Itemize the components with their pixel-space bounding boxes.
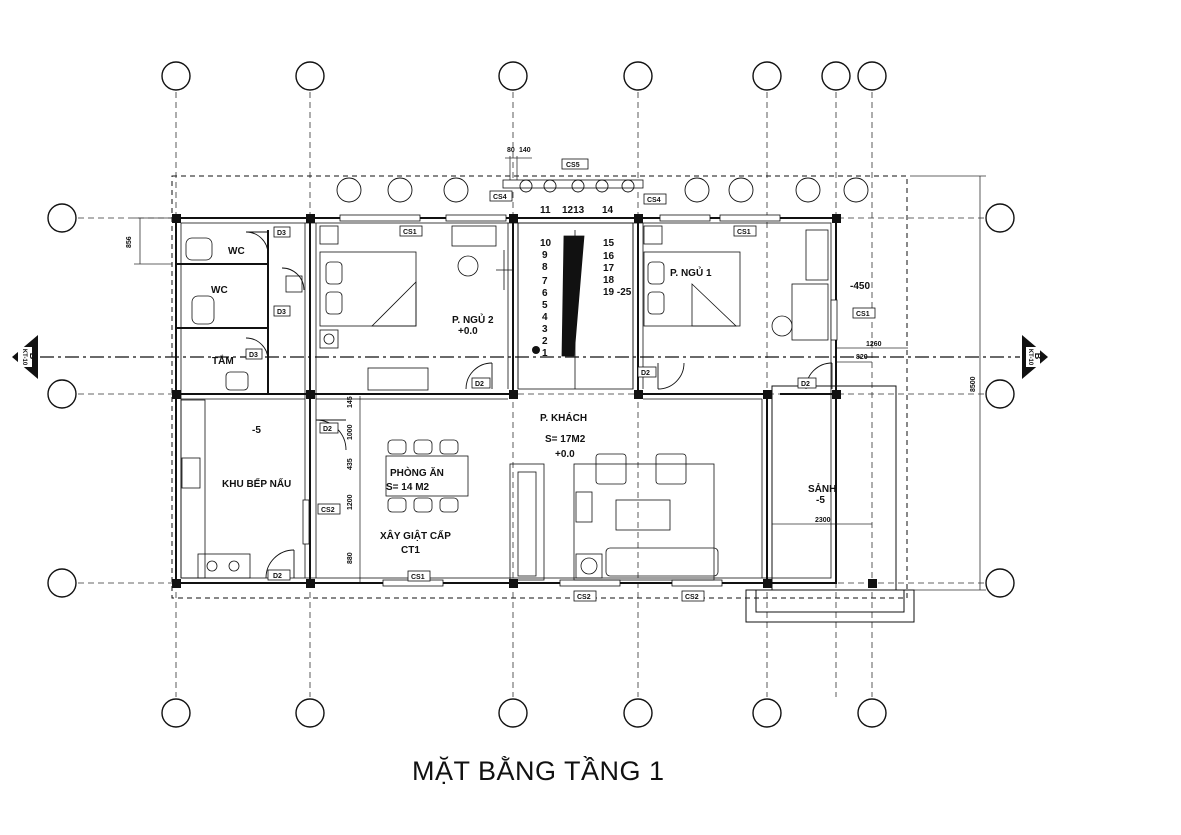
- room-dining: PHÒNG ĂN: [390, 466, 444, 479]
- room-bedroom-1: P. NGỦ 1: [670, 266, 712, 279]
- stair-step: 11: [540, 205, 551, 216]
- room-bedroom-2: P. NGỦ 2: [452, 313, 494, 326]
- bedroom-2-level: +0.0: [458, 326, 478, 337]
- room-living: P. KHÁCH: [540, 411, 587, 424]
- window-tag: CS1: [411, 574, 425, 581]
- roof-outline: [171, 175, 908, 599]
- drawing-title: MẶT BẰNG TẦNG 1: [412, 756, 665, 786]
- dimension-text: 2300: [815, 517, 831, 524]
- door-tag: D3: [277, 230, 286, 237]
- window-tag: CS2: [685, 594, 699, 601]
- landscape-trees: [336, 177, 869, 203]
- stair-step: 8: [542, 262, 548, 273]
- stair-step: 14: [602, 205, 614, 216]
- door-tag: D2: [273, 573, 282, 580]
- bedroom-1-level: -450: [850, 281, 870, 292]
- stair-step: 7: [542, 276, 548, 287]
- section-left-ref: KT-10: [21, 349, 27, 366]
- section-right-ref: KT-10: [1027, 349, 1033, 366]
- room-lobby: SẢNH: [808, 482, 836, 495]
- dimension-text: 820: [856, 354, 868, 361]
- stair-step: 18: [603, 275, 615, 286]
- columns: [172, 214, 877, 588]
- living-level: +0.0: [555, 449, 575, 460]
- dimension-text: 880: [347, 552, 354, 564]
- door-tag: D3: [277, 309, 286, 316]
- stair-step: 6: [542, 288, 548, 299]
- stair-step: 15: [603, 238, 615, 249]
- dimension-text: 1200: [347, 494, 354, 510]
- section-left-letter: B: [28, 353, 38, 360]
- stair-step: 17: [603, 263, 615, 274]
- door-tag: D3: [249, 352, 258, 359]
- living-area: S= 17M2: [545, 434, 586, 445]
- tag-boxes: [245, 158, 876, 602]
- wall-inner-lines: [180, 222, 832, 579]
- dimension-text: 145: [347, 396, 354, 408]
- dimension-text: 856: [126, 236, 133, 248]
- stair-step: 10: [540, 238, 552, 249]
- stair-start-dot: [532, 346, 540, 354]
- dimension-text: 1260: [866, 341, 882, 348]
- door-tag: D2: [801, 381, 810, 388]
- room-wc-1: WC: [228, 246, 245, 257]
- door-tag: D2: [323, 426, 332, 433]
- dimension-text: 8500: [970, 376, 977, 392]
- room-kitchen: KHU BẾP NẤU: [222, 477, 291, 490]
- dimension-lines: [134, 156, 986, 591]
- stair-step: 19 -25: [603, 287, 632, 298]
- window-tag: CS1: [403, 229, 417, 236]
- dimension-text: 1000: [347, 424, 354, 440]
- window-tag: CS1: [737, 229, 751, 236]
- room-tam: TẮM: [212, 354, 234, 367]
- window-tag: CS2: [577, 594, 591, 601]
- section-marker-right: [1022, 335, 1048, 379]
- step-note: XÂY GIẬT CẤP: [380, 529, 451, 542]
- stair-step: 1: [542, 348, 548, 359]
- porch-outline: [745, 385, 915, 623]
- stair-step: 4: [542, 312, 548, 323]
- kitchen-level: -5: [252, 425, 261, 436]
- furniture: [180, 225, 829, 581]
- dimension-text: 140: [519, 147, 531, 154]
- dimension-text: 435: [347, 458, 354, 470]
- stair-step: 2: [542, 336, 548, 347]
- dimension-text: 80: [507, 147, 515, 154]
- stair-step: 9: [542, 250, 548, 261]
- lobby-level: -5: [816, 495, 825, 506]
- section-right-letter: B: [1033, 353, 1043, 360]
- window-tag: CS4: [647, 197, 661, 204]
- door-tag: D2: [475, 381, 484, 388]
- door-tag: D2: [641, 370, 650, 377]
- window-tag: CS5: [566, 162, 580, 169]
- dining-area: S= 14 M2: [386, 482, 430, 493]
- grid-axis-bubbles: [47, 61, 1015, 728]
- window-tag: CS1: [856, 311, 870, 318]
- stair-step: 1213: [562, 205, 585, 216]
- window-tag: CS4: [493, 194, 507, 201]
- section-marker-left: [12, 335, 38, 379]
- window-tag: CS2: [321, 507, 335, 514]
- stair-step: 16: [603, 251, 615, 262]
- stair-step: 3: [542, 324, 548, 335]
- stair-step: 5: [542, 300, 548, 311]
- windows: [302, 179, 838, 587]
- walls: [175, 217, 837, 584]
- room-wc-2: WC: [211, 285, 228, 296]
- step-code: CT1: [401, 545, 420, 556]
- staircase: [517, 222, 634, 390]
